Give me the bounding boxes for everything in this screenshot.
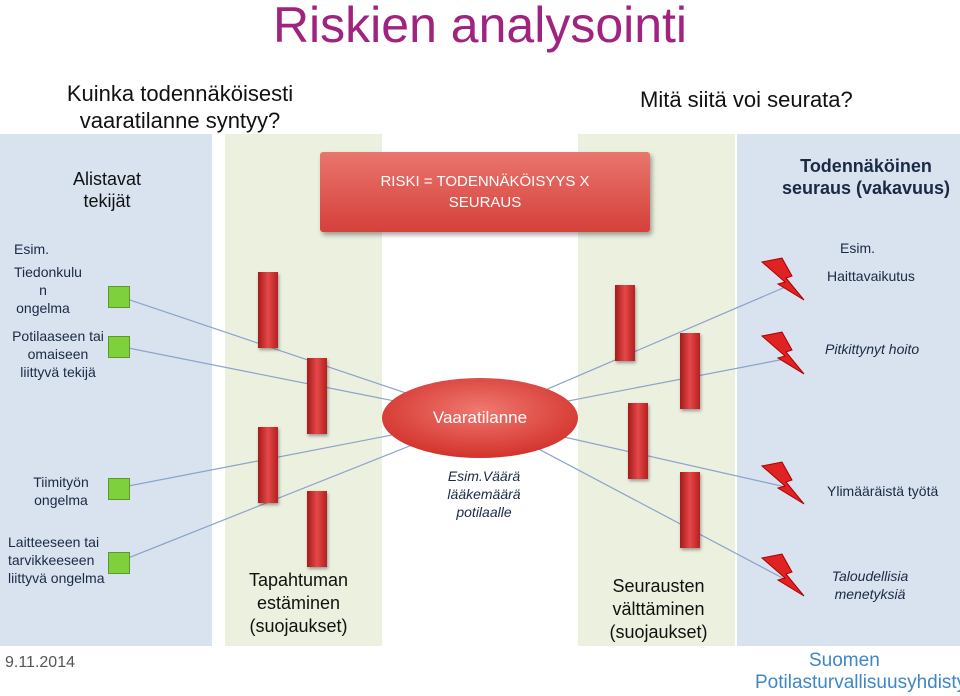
risk-formula-box: RISKI = TODENNÄKÖISYYS X SEURAUS [320,152,650,232]
lightning-icon [760,553,805,597]
lightning-icon [760,257,805,301]
page-title: Riskien analysointi [272,0,688,53]
logo-line-1: Suomen [809,650,880,671]
right-item-3: Ylimääräistä työtä [827,483,939,499]
left-panel-header: Alistavat tekijät [72,169,142,211]
barrier-bar [258,272,278,348]
barrier-bar [307,358,327,434]
likelihood-question: Kuinka todennäköisesti vaaratilanne synt… [66,81,294,133]
barrier-bar [258,427,278,503]
left-panel [0,134,212,646]
item-box [108,478,130,500]
date-label: 9.11.2014 [5,654,75,671]
left-item-1: Tiedonkulu n ongelma [14,264,82,316]
left-item-2: Potilaaseen tai omaiseen liittyvä tekijä [12,328,104,380]
consequence-question: Mitä siitä voi seurata? [640,87,853,112]
left-example-label: Esim. [14,241,49,257]
hazard-ellipse [382,378,578,458]
item-box [108,336,130,358]
prevention-label: Tapahtuman estäminen (suojaukset) [248,570,349,636]
organization-logo: Suomen Potilasturvallisuusyhdistys [755,650,960,694]
mitigation-label: Seurausten välttäminen (suojaukset) [609,576,708,642]
right-example-label: Esim. [840,240,875,256]
barrier-bar [680,333,700,409]
right-item-4: Taloudellisia menetyksiä [831,568,909,602]
barrier-bar [628,403,648,479]
logo-line-2: Potilasturvallisuusyhdistys [755,672,960,693]
right-panel-header: Todennäköinen seuraus (vakavuus) [781,156,951,198]
item-box [108,286,130,308]
lightning-icon [760,461,805,505]
risk-formula-text: RISKI = TODENNÄKÖISYYS X SEURAUS [380,173,590,211]
right-item-1: Haittavaikutus [827,268,915,284]
barrier-bar [615,285,635,361]
item-box [108,552,130,574]
barrier-bar [307,491,327,567]
center-example: Esim.Väärä lääkemäärä potilaalle [447,468,521,520]
left-item-4: Laitteeseen tai tarvikkeeseen liittyvä o… [8,534,105,586]
left-item-3: Tiimityön ongelma [33,474,89,508]
right-item-2: Pitkittynyt hoito [825,341,920,357]
barrier-bar [680,472,700,548]
lightning-icon [760,331,805,375]
